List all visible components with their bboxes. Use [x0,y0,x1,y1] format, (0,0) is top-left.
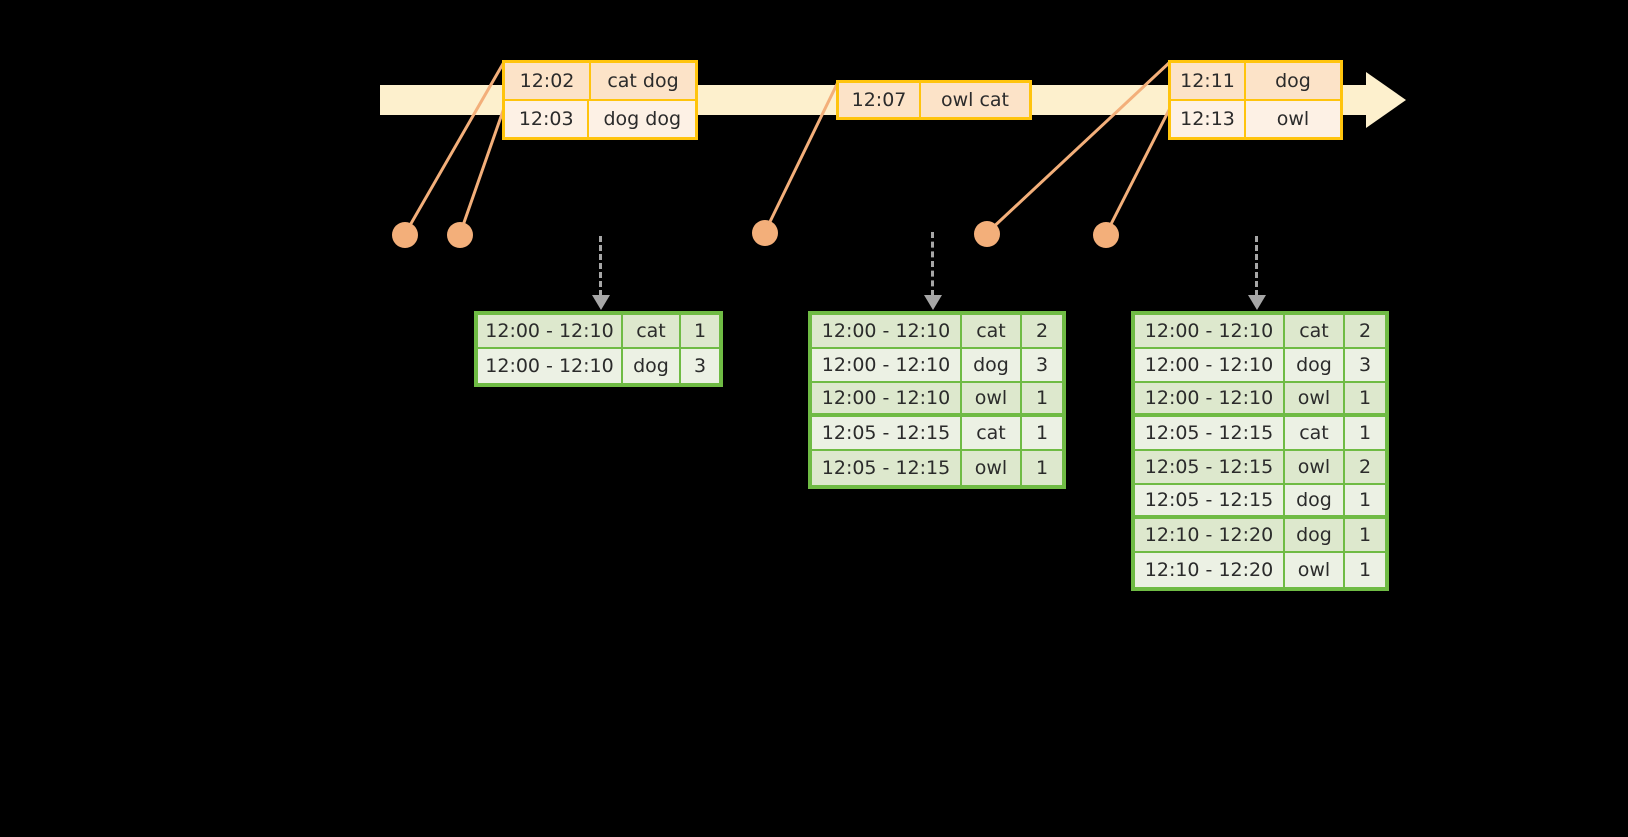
event-words: dog [1246,63,1340,99]
event-row: 12:11 dog [1171,63,1340,99]
cell-word: dog [1285,485,1345,519]
cell-window: 12:00 - 12:10 [812,315,962,349]
connector-dot-1 [392,222,418,248]
event-time: 12:07 [839,83,921,117]
timeline-arrowhead-icon [1366,72,1406,128]
event-group-3[interactable]: 12:11 dog 12:13 owl [1168,60,1343,140]
arrow-head-icon [1248,295,1266,310]
event-time: 12:03 [505,101,590,137]
cell-word: dog [962,349,1022,383]
cell-word: cat [1285,315,1345,349]
event-group-2[interactable]: 12:07 owl cat [836,80,1032,120]
cell-window: 12:05 - 12:15 [1135,485,1285,519]
cell-word: owl [1285,383,1345,417]
cell-count: 2 [1345,315,1385,349]
cell-count: 1 [1022,417,1062,451]
cell-window: 12:00 - 12:10 [812,349,962,383]
cell-window: 12:00 - 12:10 [478,349,623,383]
cell-word: dog [623,349,681,383]
event-row: 12:07 owl cat [839,83,1029,117]
flow-arrow-3 [1248,236,1266,310]
event-time: 12:11 [1171,63,1246,99]
event-words: dog dog [589,101,695,137]
cell-window: 12:05 - 12:15 [812,417,962,451]
event-group-1[interactable]: 12:02 cat dog 12:03 dog dog [502,60,698,140]
connector-dot-4 [974,221,1000,247]
arrow-shaft [1255,236,1258,296]
cell-window: 12:10 - 12:20 [1135,553,1285,587]
cell-window: 12:00 - 12:10 [478,315,623,349]
cell-window: 12:00 - 12:10 [812,383,962,417]
cell-window: 12:00 - 12:10 [1135,383,1285,417]
arrow-head-icon [924,295,942,310]
cell-count: 1 [1345,383,1385,417]
flow-arrow-1 [592,236,610,310]
event-time: 12:02 [505,63,591,99]
connector-dot-2 [447,222,473,248]
event-row: 12:02 cat dog [505,63,695,99]
cell-count: 1 [1345,519,1385,553]
cell-word: owl [1285,553,1345,587]
cell-count: 3 [1022,349,1062,383]
connector-dot-5 [1093,222,1119,248]
arrow-shaft [931,232,934,296]
cell-count: 3 [681,349,719,383]
cell-count: 2 [1345,451,1385,485]
cell-word: cat [962,417,1022,451]
cell-window: 12:05 - 12:15 [812,451,962,485]
cell-count: 2 [1022,315,1062,349]
cell-word: owl [962,451,1022,485]
arrow-head-icon [592,295,610,310]
cell-count: 1 [1345,553,1385,587]
cell-count: 1 [1345,485,1385,519]
cell-count: 1 [681,315,719,349]
cell-word: owl [1285,451,1345,485]
cell-word: dog [1285,519,1345,553]
cell-count: 3 [1345,349,1385,383]
arrow-shaft [599,236,602,296]
connector-dot-3 [752,220,778,246]
event-words: owl cat [921,83,1029,117]
cell-word: cat [623,315,681,349]
event-time: 12:13 [1171,101,1246,137]
cell-count: 1 [1022,451,1062,485]
cell-window: 12:05 - 12:15 [1135,417,1285,451]
cell-word: dog [1285,349,1345,383]
cell-word: owl [962,383,1022,417]
cell-count: 1 [1345,417,1385,451]
cell-window: 12:00 - 12:10 [1135,349,1285,383]
event-words: owl [1246,101,1340,137]
cell-window: 12:00 - 12:10 [1135,315,1285,349]
cell-count: 1 [1022,383,1062,417]
event-row: 12:03 dog dog [505,99,695,137]
cell-word: cat [1285,417,1345,451]
cell-word: cat [962,315,1022,349]
flow-arrow-2 [924,232,942,310]
cell-window: 12:10 - 12:20 [1135,519,1285,553]
event-words: cat dog [591,63,695,99]
event-row: 12:13 owl [1171,99,1340,137]
cell-window: 12:05 - 12:15 [1135,451,1285,485]
